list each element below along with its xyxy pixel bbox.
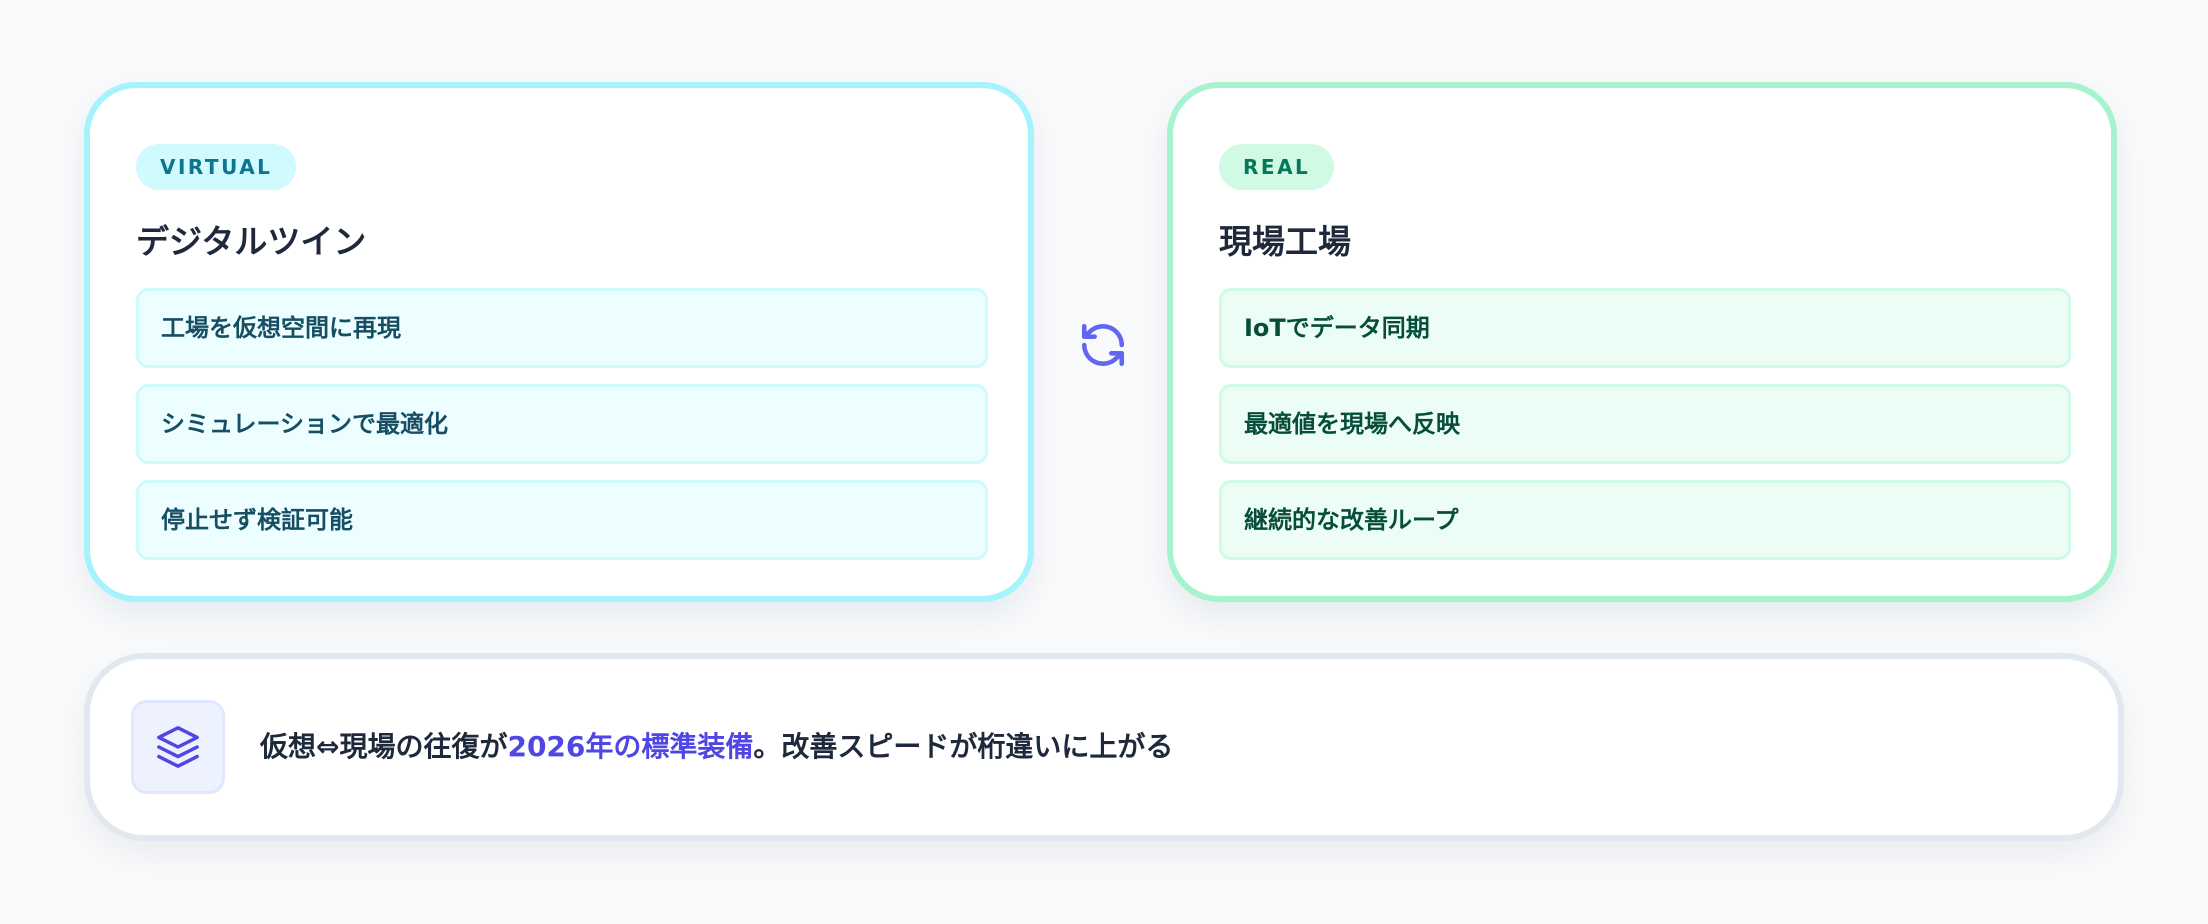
virtual-badge: VIRTUAL: [136, 144, 297, 190]
real-item: 最適値を現場へ反映: [1219, 384, 2071, 464]
summary-text: 仮想⇔現場の往復が2026年の標準装備。改善スピードが桁違いに上がる: [260, 659, 1173, 835]
real-item: 継続的な改善ループ: [1219, 480, 2071, 560]
summary-highlight: 2026年の標準装備: [507, 730, 754, 763]
virtual-title: デジタルツイン: [136, 222, 367, 261]
virtual-item: シミュレーションで最適化: [136, 384, 988, 464]
virtual-item: 工場を仮想空間に再現: [136, 288, 988, 368]
virtual-card: VIRTUAL デジタルツイン 工場を仮想空間に再現 シミュレーションで最適化 …: [84, 82, 1034, 602]
summary-text-before: 仮想⇔現場の往復が: [260, 730, 508, 763]
real-item: IoTでデータ同期: [1219, 288, 2071, 368]
virtual-item: 停止せず検証可能: [136, 480, 988, 560]
real-card: REAL 現場工場 IoTでデータ同期 最適値を現場へ反映 継続的な改善ループ: [1167, 82, 2117, 602]
real-title: 現場工場: [1219, 222, 1351, 261]
sync-icon: [1078, 320, 1128, 370]
layers-icon: [131, 700, 225, 794]
real-badge: REAL: [1219, 144, 1335, 190]
summary-text-after: 。改善スピードが桁違いに上がる: [753, 730, 1174, 763]
summary-banner: 仮想⇔現場の往復が2026年の標準装備。改善スピードが桁違いに上がる: [84, 653, 2124, 841]
